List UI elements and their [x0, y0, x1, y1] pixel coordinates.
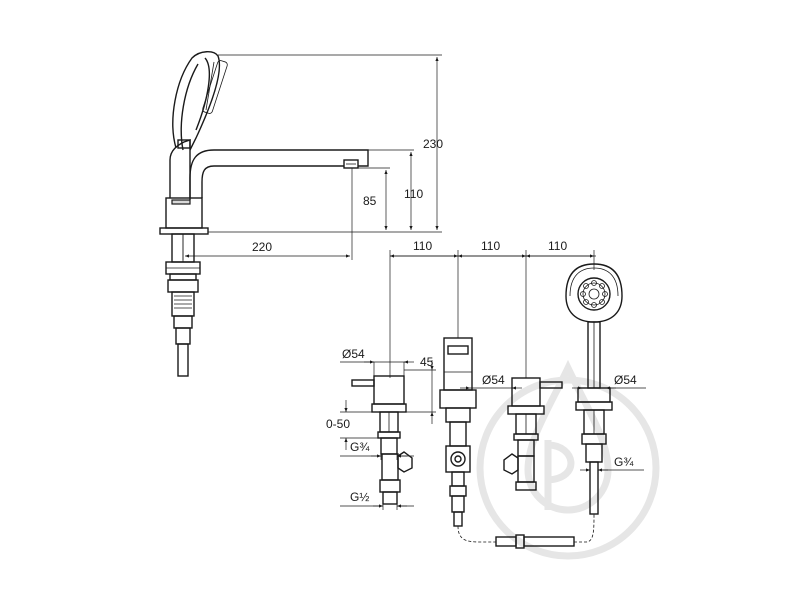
dim-spacing-2: 110: [481, 239, 500, 253]
front-dimensions: [340, 360, 646, 510]
spout: [169, 139, 369, 200]
front-view: [340, 250, 646, 549]
dim-deck-range: 0-50: [326, 417, 350, 431]
spout-base: [159, 197, 209, 377]
hand-shower-side: [172, 51, 228, 151]
watermark-logo: [476, 359, 660, 560]
dim-diameter-right: Ø54: [614, 373, 637, 387]
dim-outlet-height: 85: [363, 194, 377, 208]
side-dimensions: [182, 54, 442, 260]
dim-total-height: 230: [423, 137, 443, 151]
dim-diameter-mid: Ø54: [482, 373, 505, 387]
dim-thread-left: G¾: [350, 440, 370, 454]
diverter-center: [439, 337, 477, 527]
dim-diameter-left: Ø54: [342, 347, 365, 361]
dim-spout-reach: 220: [252, 240, 272, 254]
dim-thread-right: G¾: [614, 455, 634, 469]
shower-holder: [565, 263, 623, 515]
valve-right: [503, 377, 563, 491]
side-view: [159, 51, 442, 377]
dim-spacing-3: 110: [548, 239, 567, 253]
dim-spacing-1: 110: [413, 239, 432, 253]
hose: [457, 513, 595, 549]
dim-thread-bottom: G½: [350, 490, 369, 504]
dim-spout-height: 110: [404, 187, 423, 201]
dim-handle-height: 45: [420, 355, 434, 369]
